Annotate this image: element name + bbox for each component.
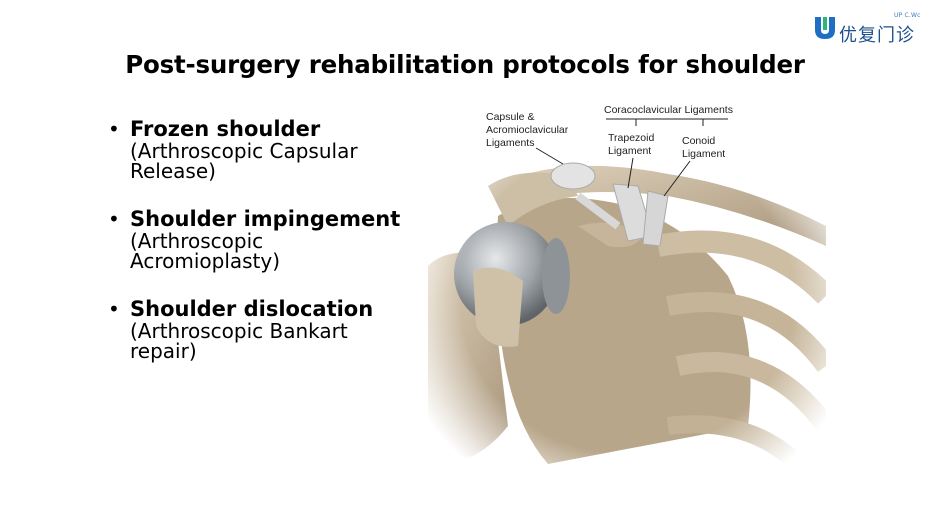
shoulder-anatomy-illustration: Capsule & Acromioclavicular Ligaments Co… xyxy=(428,96,826,464)
slide-title: Post-surgery rehabilitation protocols fo… xyxy=(125,50,805,79)
bullet-item-shoulder-impingement: • Shoulder impingement (Arthroscopic Acr… xyxy=(108,207,408,273)
bullet-subtext-line2: Acromioplasty) xyxy=(130,249,281,273)
label-conoid-line2: Ligament xyxy=(682,148,725,160)
logo-mark-icon xyxy=(815,17,835,39)
label-capsule-line3: Ligaments xyxy=(486,137,534,149)
bullet-dot-icon: • xyxy=(108,207,120,231)
label-trapezoid-line2: Ligament xyxy=(608,145,651,157)
shoulder-anatomy-svg: Capsule & Acromioclavicular Ligaments Co… xyxy=(428,96,826,464)
bullet-heading: Frozen shoulder xyxy=(130,117,321,141)
bullet-heading: Shoulder impingement xyxy=(130,207,401,231)
logo-text: 优复门诊 xyxy=(839,25,915,46)
label-conoid-line1: Conoid xyxy=(682,135,715,147)
bullet-subtext-line1: (Arthroscopic Bankart xyxy=(130,319,348,343)
label-capsule-line2: Acromioclavicular xyxy=(486,124,569,136)
bullet-list: • Frozen shoulder (Arthroscopic Capsular… xyxy=(108,117,408,388)
label-coracoclavicular: Coracoclavicular Ligaments xyxy=(604,104,733,116)
logo-subtext: UP C.Wc xyxy=(894,12,921,19)
label-trapezoid-line1: Trapezoid xyxy=(608,132,654,144)
bullet-subtext-line2: repair) xyxy=(130,339,197,363)
brand-logo: UP C.Wc 优复门诊 xyxy=(812,12,922,46)
bullet-subtext-line2: Release) xyxy=(130,159,216,183)
bullet-item-shoulder-dislocation: • Shoulder dislocation (Arthroscopic Ban… xyxy=(108,297,408,363)
bullet-item-frozen-shoulder: • Frozen shoulder (Arthroscopic Capsular… xyxy=(108,117,408,183)
label-capsule-line1: Capsule & xyxy=(486,111,534,123)
bullet-dot-icon: • xyxy=(108,117,120,141)
bullet-subtext-line1: (Arthroscopic xyxy=(130,229,264,253)
bullet-dot-icon: • xyxy=(108,297,120,321)
bullet-heading: Shoulder dislocation xyxy=(130,297,374,321)
bullet-subtext-line1: (Arthroscopic Capsular xyxy=(130,139,358,163)
